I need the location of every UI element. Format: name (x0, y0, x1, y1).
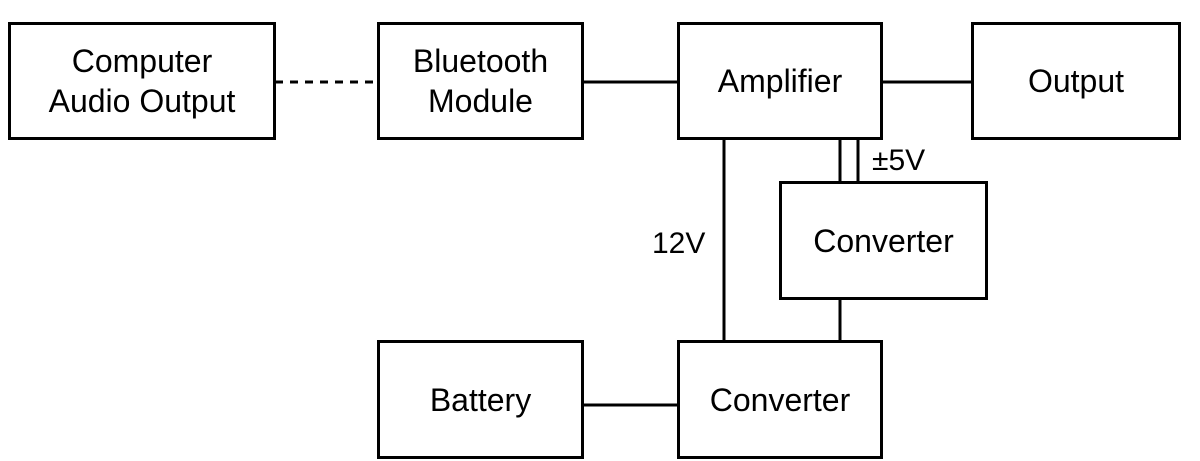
output-block: Output (971, 22, 1181, 140)
computer-audio-output-text: Computer Audio Output (49, 41, 236, 121)
bluetooth-module-block: Bluetooth Module (377, 22, 584, 140)
converter-lower-block: Converter (677, 340, 883, 459)
computer-audio-output-line2: Audio Output (48, 83, 236, 119)
output-label: Output (1027, 63, 1125, 99)
converter-upper-label: Converter (813, 222, 954, 259)
voltage-pm5v-label: ±5V (872, 144, 926, 177)
bluetooth-module-line1: Bluetooth (412, 43, 549, 79)
voltage-12v-label: 12V (652, 227, 706, 260)
battery-label: Battery (429, 381, 532, 418)
amplifier-block: Amplifier (677, 22, 883, 140)
bluetooth-module-text: Bluetooth Module (413, 41, 548, 121)
amplifier-label: Amplifier (717, 63, 843, 99)
computer-audio-output-line1: Computer (71, 43, 213, 79)
bluetooth-module-line2: Module (428, 83, 533, 119)
converter-upper-block: Converter (779, 181, 988, 300)
converter-lower-label: Converter (709, 381, 851, 418)
computer-audio-output-block: Computer Audio Output (8, 22, 276, 140)
battery-block: Battery (377, 340, 584, 459)
